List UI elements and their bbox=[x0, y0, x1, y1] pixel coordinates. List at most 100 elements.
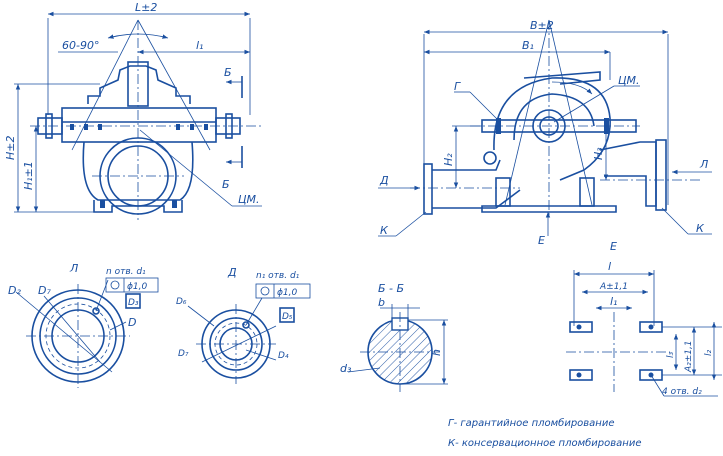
label-b: b bbox=[378, 296, 385, 309]
upper-casing bbox=[87, 65, 191, 104]
label-h: h bbox=[430, 349, 443, 356]
section-BB-title: Б - Б bbox=[378, 282, 404, 295]
label-D7: D₇ bbox=[38, 284, 51, 297]
center-mass-label: ЦМ. bbox=[238, 193, 260, 206]
label-A2: A₂±1,1 bbox=[684, 340, 694, 373]
foot-left bbox=[495, 177, 511, 207]
label-A: A±1,1 bbox=[599, 282, 628, 292]
hole bbox=[576, 324, 582, 330]
tolerance-frame bbox=[105, 277, 159, 293]
inlet-boss bbox=[483, 151, 497, 165]
dim-H3-label: H₃ bbox=[592, 147, 605, 160]
section-BB-view: Б - Б b h d₃ bbox=[340, 282, 448, 392]
view-arrow-E-label: Е bbox=[538, 234, 545, 247]
hole bbox=[648, 324, 654, 330]
center-mass-leader bbox=[139, 129, 233, 207]
tolerance-value: ϕ1,0 bbox=[127, 282, 148, 292]
front-view: L±2 l₁ 60-90° bbox=[4, 1, 262, 220]
side-view: B±2 B₁ H₂ bbox=[378, 19, 712, 247]
joint-bolts bbox=[70, 124, 208, 130]
label-l3: l₃ bbox=[666, 351, 676, 358]
label-D7: D₇ bbox=[178, 349, 189, 359]
label-D5: D₅ bbox=[282, 312, 293, 322]
base-plate bbox=[481, 205, 617, 213]
flange-D-title: Д bbox=[227, 266, 237, 279]
seal-G-leader bbox=[469, 91, 499, 121]
note-guarantee-seal: Г- гарантийное пломбирование bbox=[448, 417, 615, 429]
angle-label: 60-90° bbox=[62, 39, 99, 52]
holes-note: n отв. d₁ bbox=[106, 267, 146, 277]
hole-leader bbox=[245, 297, 263, 326]
foot-hole-tl bbox=[569, 321, 593, 333]
sight-line-right bbox=[137, 19, 211, 151]
dim-H2-label: H₂ bbox=[442, 153, 455, 166]
label-D4: D₄ bbox=[278, 351, 289, 361]
section-label-bottom: Б bbox=[222, 178, 230, 191]
flange-D-view: Д n₁ отв. d₁ ϕ1,0 D₆ D₅ D₇ D₄ bbox=[176, 266, 311, 384]
seal-G bbox=[496, 118, 501, 134]
inlet-flange bbox=[423, 163, 433, 215]
tolerance-frame bbox=[255, 283, 311, 299]
view-arrow-L-label: Л bbox=[699, 158, 708, 171]
dim-D2-line bbox=[15, 291, 113, 373]
dim-D4-leader bbox=[245, 349, 277, 361]
dim-D6-leader bbox=[187, 305, 215, 327]
notes: Г- гарантийное пломбирование К- консерва… bbox=[448, 417, 642, 449]
label-D3: D₃ bbox=[128, 298, 139, 308]
dim-B1-label: B₁ bbox=[522, 39, 534, 52]
shaft-bore bbox=[539, 116, 559, 136]
holes-note: 4 отв. d₂ bbox=[662, 387, 702, 397]
view-E-title: Е bbox=[610, 240, 617, 253]
dim-L-label: L±2 bbox=[135, 1, 157, 14]
center-mass-leader bbox=[553, 85, 615, 123]
seal-right bbox=[604, 118, 609, 134]
view-E: Е l A±1,1 l₁ l₃ A₂±1,1 l₂ 4 отв bbox=[566, 240, 722, 397]
bolt-hole bbox=[92, 307, 100, 315]
outlet-flange bbox=[655, 139, 667, 211]
note-conservation-seal: К- консервационное пломбирование bbox=[448, 437, 642, 449]
discharge-branch bbox=[523, 71, 601, 85]
label-D: D bbox=[128, 316, 136, 329]
foot-bolt-right bbox=[172, 200, 177, 208]
foot-bolt-left bbox=[100, 200, 105, 208]
seal-K-left-leader bbox=[395, 211, 427, 237]
dim-D7-line bbox=[43, 295, 101, 363]
label-D6: D₆ bbox=[176, 297, 187, 307]
lower-casing bbox=[82, 141, 194, 201]
label-l2: l₂ bbox=[704, 349, 714, 356]
holes-leader bbox=[650, 374, 665, 397]
label-d3: d₃ bbox=[340, 362, 352, 375]
frame-D3 bbox=[125, 293, 141, 309]
shaft-bar bbox=[481, 119, 637, 133]
center-mass-label: ЦМ. bbox=[618, 74, 640, 87]
seal-K-left-label: К bbox=[380, 224, 389, 237]
flange-L-title: Л bbox=[69, 262, 78, 275]
frame-D5 bbox=[279, 307, 295, 323]
holes-note: n₁ отв. d₁ bbox=[256, 271, 300, 281]
pump-feet bbox=[93, 200, 183, 213]
seal-G-label: Г bbox=[454, 80, 461, 93]
d3-leader bbox=[347, 367, 381, 373]
label-D2: D₂ bbox=[8, 284, 21, 297]
dim-D-leader bbox=[109, 321, 127, 331]
rotation-arrow bbox=[551, 81, 593, 95]
view-arrow-D-label: Д bbox=[379, 174, 389, 187]
seal-K-right-label: К bbox=[696, 222, 705, 235]
foot-hole-bl bbox=[569, 369, 593, 381]
section-label-top: Б bbox=[224, 66, 232, 79]
dim-H-label: H±2 bbox=[4, 136, 17, 161]
position-symbol-icon bbox=[260, 286, 270, 296]
discharge-neck bbox=[127, 61, 149, 107]
inlet-pipe bbox=[432, 159, 521, 209]
outlet-pipe bbox=[599, 141, 657, 207]
tolerance-value: ϕ1,0 bbox=[277, 288, 298, 298]
bolt-hole bbox=[242, 321, 250, 329]
dim-D7-line bbox=[201, 325, 277, 363]
dim-l1-label: l₁ bbox=[196, 39, 203, 52]
foot-right bbox=[579, 177, 595, 207]
dim-B-label: B±2 bbox=[530, 19, 554, 32]
flange-L-view: Л D₂ D₇ n отв. d₁ ϕ1,0 D₃ D bbox=[8, 262, 159, 388]
sight-line-left bbox=[504, 19, 550, 206]
